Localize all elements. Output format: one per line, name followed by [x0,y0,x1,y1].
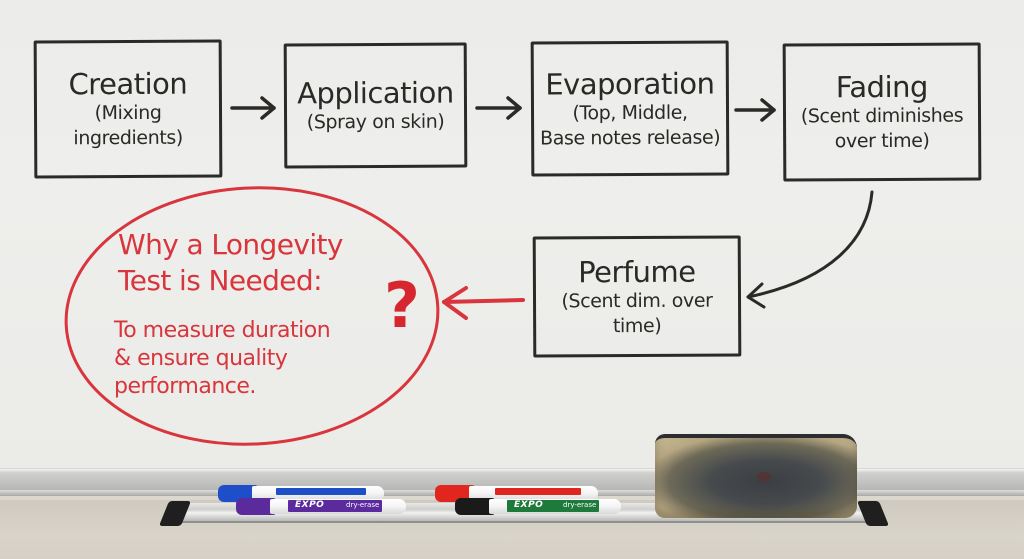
step-application: Application (Spray on skin) [283,42,468,169]
marker-black[interactable]: EXPO dry-erase [455,498,623,515]
step-title: Creation [68,66,188,102]
step-title: Evaporation [545,66,715,101]
step-description: (Spray on skin) [306,110,445,134]
eraser-stain [757,472,771,482]
step-title: Perfume [578,254,696,289]
step-description: (Scent diminishes over time) [800,104,964,153]
marker-purple[interactable]: EXPO dry-erase [236,498,408,515]
marker-type: dry-erase [344,501,382,510]
marker-blue[interactable] [218,485,386,502]
longevity-note: Why a Longevity Test is Needed: To measu… [70,185,440,445]
arrow-creation-to-application [230,96,276,120]
step-evaporation: Evaporation (Top, Middle, Base notes rel… [530,40,730,177]
step-description: (Scent dim. over time) [561,289,713,337]
arrow-fading-to-perfume [746,190,874,309]
note-ellipse [64,186,440,446]
step-perfume: Perfume (Scent dim. over time) [532,235,742,358]
arrow-application-to-evaporation [475,96,522,120]
step-fading: Fading (Scent diminishes over time) [782,42,982,182]
marker-cap [218,485,258,502]
step-description: (Mixing ingredients) [73,101,183,150]
whiteboard-surface [0,0,1024,470]
marker-band [495,488,581,495]
marker-brand: EXPO [514,500,544,510]
felt-eraser[interactable] [655,434,857,518]
marker-brand: EXPO [295,500,325,510]
step-creation: Creation (Mixing ingredients) [33,39,223,179]
marker-cap [455,498,495,515]
marker-band [276,488,366,495]
arrow-perfume-to-note [442,286,525,320]
marker-cap [236,498,276,515]
step-title: Fading [835,69,928,105]
note-body: To measure duration & ensure quality per… [114,318,331,399]
question-mark-icon: ? [384,269,420,342]
arrow-evaporation-to-fading [734,98,776,122]
note-title: Why a Longevity Test is Needed: [118,228,343,297]
marker-red[interactable] [435,485,600,502]
step-description: (Top, Middle, Base notes release) [540,101,721,149]
marker-type: dry-erase [561,501,599,510]
marker-cap [435,485,475,502]
step-title: Application [297,75,454,111]
